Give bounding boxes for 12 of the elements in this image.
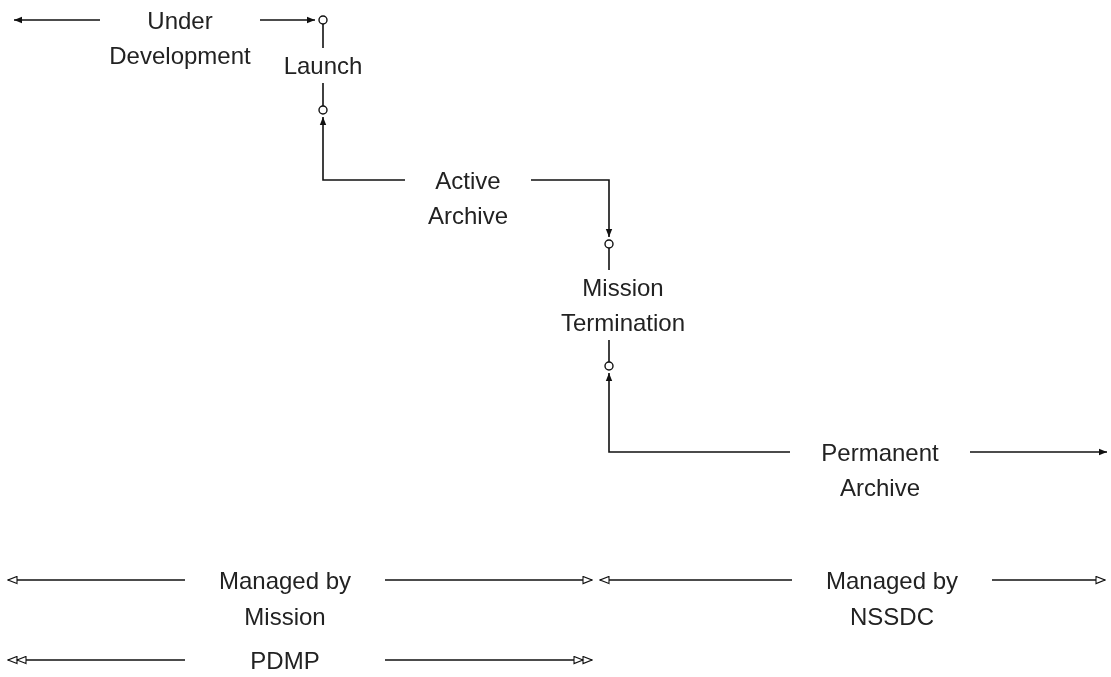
arrow — [530, 179, 613, 238]
phase-label: Active Archive — [405, 163, 531, 233]
arrow — [259, 16, 316, 24]
arrow — [605, 372, 791, 453]
arrow — [13, 16, 101, 24]
arrow — [969, 448, 1108, 456]
span-label: Managed by NSSDC — [824, 566, 960, 632]
span-label: PDMP — [249, 646, 321, 676]
phase-label: Under Development — [100, 3, 260, 73]
arrow — [319, 116, 406, 181]
phase-label: Permanent Archive — [790, 435, 970, 505]
span-label: Managed by Mission — [217, 566, 353, 632]
